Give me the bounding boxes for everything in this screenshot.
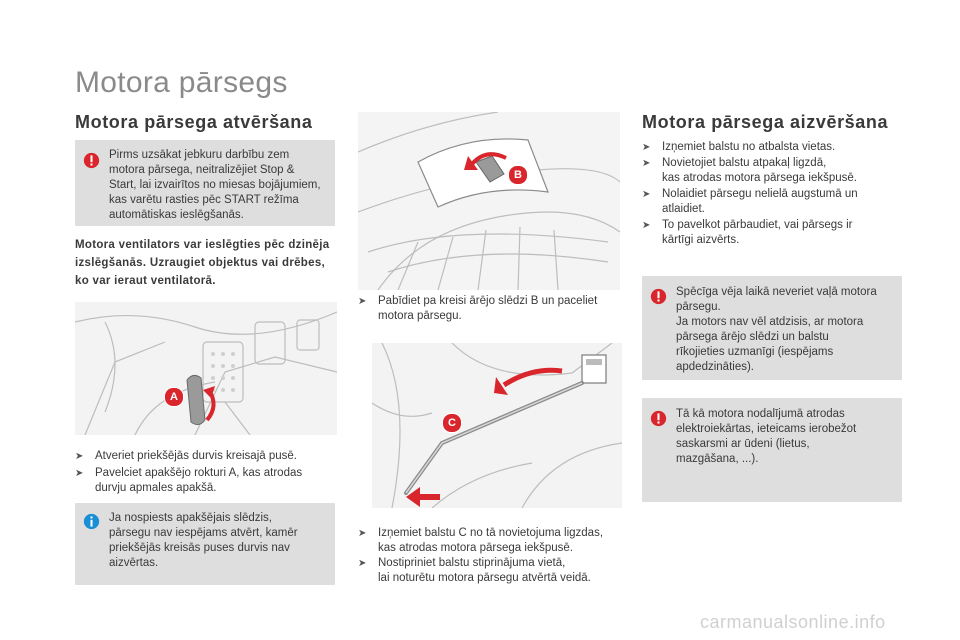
info-box-door-switch: Ja nospiests apakšējais slēdzis, pārsegu…: [75, 503, 335, 585]
bullet-icon: ➤: [642, 142, 651, 153]
illustration-release-lever: A: [75, 302, 337, 435]
label-b-badge: B: [508, 165, 528, 185]
warning-box-water: Tā kā motora nodalījumā atrodas elektroi…: [642, 398, 902, 502]
list-item: ➤Atveriet priekšējās durvis kreisajā pus…: [75, 450, 297, 462]
page-title: Motora pārsegs: [75, 66, 288, 99]
list-item: ➤Novietojiet balstu atpakaļ ligzdā, kas …: [642, 157, 857, 184]
info-text-door-switch: Ja nospiests apakšējais slēdzis, pārsegu…: [109, 512, 298, 569]
section-heading-closing: Motora pārsega aizvēršana: [642, 112, 889, 132]
bullet-icon: ➤: [642, 189, 651, 200]
list-item: ➤Nolaidiet pārsegu nelielā augstumā un a…: [642, 188, 858, 215]
latch-drawing: [358, 112, 620, 290]
bullet-icon: ➤: [642, 220, 651, 231]
prop-drawing: [372, 343, 622, 508]
section-heading-opening: Motora pārsega atvēršana: [75, 112, 313, 132]
latch-step-list: ➤Pabīdiet pa kreisi ārējo slēdzi B un pa…: [358, 294, 622, 324]
warning-text-stop-start: Pirms uzsākat jebkuru darbību zem motora…: [109, 149, 321, 221]
bullet-icon: ➤: [75, 468, 84, 479]
illustration-hood-prop: C: [372, 343, 622, 508]
list-item: ➤Pabīdiet pa kreisi ārējo slēdzi B un pa…: [358, 295, 598, 322]
opening-steps-list: ➤Atveriet priekšējās durvis kreisajā pus…: [75, 449, 337, 496]
warning-icon: [650, 410, 667, 427]
fan-warning-note: Motora ventilators var ieslēgties pēc dz…: [75, 239, 330, 287]
bullet-icon: ➤: [75, 451, 84, 462]
lever-drawing: [75, 302, 337, 435]
closing-steps-list: ➤Izņemiet balstu no atbalsta vietas. ➤No…: [642, 140, 904, 248]
warning-text-water: Tā kā motora nodalījumā atrodas elektroi…: [676, 408, 857, 465]
list-item: ➤To pavelkot pārbaudiet, vai pārsegs ir …: [642, 219, 853, 246]
bullet-icon: ➤: [358, 528, 367, 539]
info-icon: [83, 513, 100, 530]
illustration-hood-latch: B: [358, 112, 620, 290]
warning-box-wind: Spēcīga vēja laikā neveriet vaļā motora …: [642, 276, 902, 380]
warning-icon: [83, 152, 100, 169]
bullet-icon: ➤: [358, 558, 367, 569]
list-item: ➤Izņemiet balstu no atbalsta vietas.: [642, 141, 836, 153]
list-item: ➤Izņemiet balstu C no tā novietojuma lig…: [358, 527, 604, 554]
list-item: ➤Pavelciet apakšējo rokturi A, kas atrod…: [75, 467, 303, 494]
bullet-icon: ➤: [642, 158, 651, 169]
list-item: ➤Nostipriniet balstu stiprinājuma vietā,…: [358, 557, 591, 584]
prop-steps-list: ➤Izņemiet balstu C no tā novietojuma lig…: [358, 526, 622, 586]
bullet-icon: ➤: [358, 296, 367, 307]
label-a-badge: A: [164, 387, 184, 407]
warning-box-stop-start: Pirms uzsākat jebkuru darbību zem motora…: [75, 140, 335, 226]
warning-icon: [650, 288, 667, 305]
warning-text-wind: Spēcīga vēja laikā neveriet vaļā motora …: [676, 286, 877, 373]
watermark-text: carmanualsonline.info: [700, 612, 886, 632]
label-c-badge: C: [442, 413, 462, 433]
